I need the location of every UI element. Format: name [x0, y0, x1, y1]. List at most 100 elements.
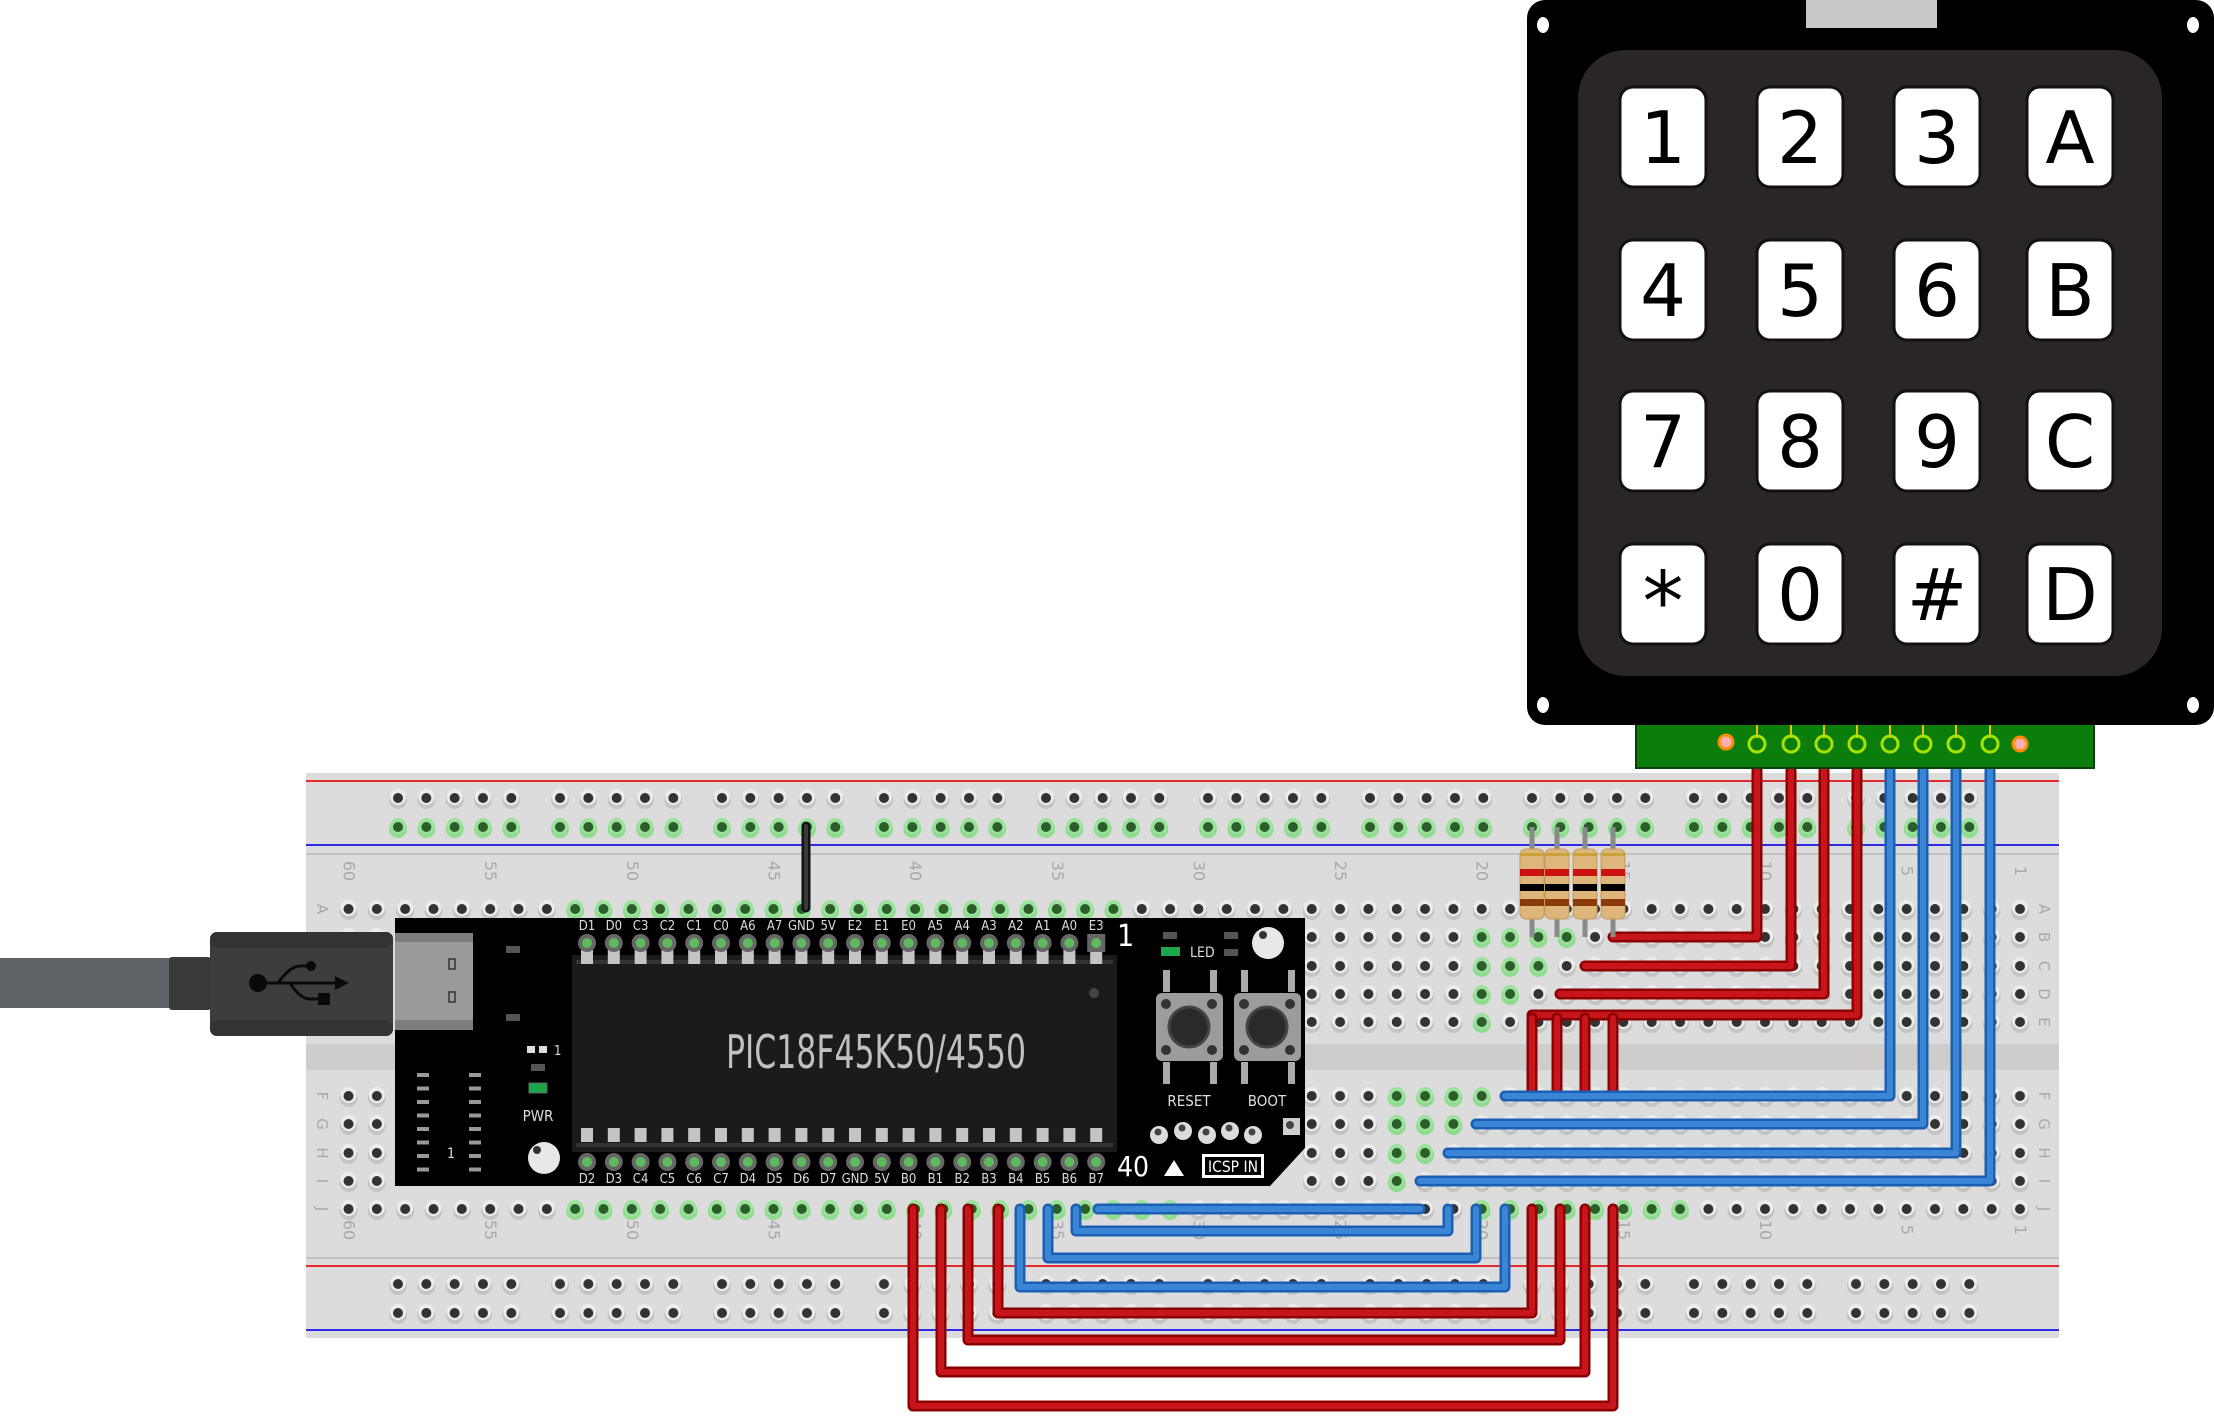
breadboard-hole[interactable]: [1387, 1144, 1406, 1164]
breadboard-hole[interactable]: [1444, 1013, 1463, 1033]
breadboard-hole[interactable]: [367, 1087, 386, 1107]
breadboard-hole[interactable]: [1586, 1200, 1605, 1220]
breadboard-hole[interactable]: [1869, 928, 1888, 948]
breadboard-hole[interactable]: [903, 818, 922, 838]
breadboard-hole[interactable]: [396, 1200, 415, 1220]
b4-wire[interactable]: [1014, 1203, 1511, 1293]
breadboard-hole[interactable]: [417, 789, 436, 809]
breadboard-hole[interactable]: [551, 1275, 569, 1295]
breadboard-hole[interactable]: [1444, 1087, 1463, 1107]
breadboard-hole[interactable]: [1897, 900, 1916, 920]
breadboard-hole[interactable]: [1954, 1200, 1973, 1220]
keypad-key[interactable]: 9: [1892, 389, 1982, 493]
breadboard-hole[interactable]: [1416, 900, 1435, 920]
breadboard-hole[interactable]: [1361, 818, 1379, 838]
breadboard-hole[interactable]: [1685, 789, 1703, 809]
keypad-key[interactable]: D: [2025, 542, 2115, 646]
breadboard-hole[interactable]: [875, 1304, 893, 1324]
breadboard-hole[interactable]: [2011, 1115, 2029, 1135]
breadboard-hole[interactable]: [1671, 900, 1690, 920]
breadboard-hole[interactable]: [1255, 818, 1274, 838]
breadboard-hole[interactable]: [1501, 957, 1520, 977]
breadboard-hole[interactable]: [502, 789, 521, 809]
breadboard-hole[interactable]: [1387, 957, 1406, 977]
breadboard-hole[interactable]: [1227, 789, 1246, 809]
breadboard-hole[interactable]: [1416, 928, 1435, 948]
breadboard-hole[interactable]: [713, 789, 731, 809]
breadboard-hole[interactable]: [1614, 1200, 1633, 1220]
breadboard-hole[interactable]: [1903, 818, 1922, 838]
breadboard-hole[interactable]: [1359, 957, 1378, 977]
breadboard-hole[interactable]: [1926, 1115, 1945, 1135]
breadboard-hole[interactable]: [1642, 900, 1661, 920]
breadboard-hole[interactable]: [741, 789, 760, 809]
breadboard-hole[interactable]: [445, 1275, 464, 1295]
breadboard-hole[interactable]: [931, 789, 950, 809]
b6-wire[interactable]: [1070, 1203, 1454, 1237]
breadboard-hole[interactable]: [903, 789, 922, 809]
breadboard-hole[interactable]: [664, 818, 683, 838]
breadboard-hole[interactable]: [1798, 789, 1817, 809]
breadboard-hole[interactable]: [1472, 928, 1491, 948]
breadboard-hole[interactable]: [1331, 1172, 1350, 1192]
breadboard-hole[interactable]: [1389, 818, 1408, 838]
breadboard-hole[interactable]: [1699, 1200, 1718, 1220]
keypad-key[interactable]: 7: [1618, 389, 1708, 493]
breadboard-hole[interactable]: [1727, 900, 1746, 920]
breadboard-hole[interactable]: [2011, 957, 2029, 977]
breadboard-hole[interactable]: [1472, 1087, 1491, 1107]
breadboard-hole[interactable]: [1302, 1087, 1321, 1107]
breadboard-hole[interactable]: [1926, 1087, 1945, 1107]
breadboard-hole[interactable]: [826, 818, 845, 838]
breadboard-hole[interactable]: [1472, 900, 1491, 920]
b3-wire[interactable]: [992, 1203, 1538, 1319]
breadboard-hole[interactable]: [1474, 789, 1493, 809]
breadboard-hole[interactable]: [1685, 818, 1703, 838]
breadboard-hole[interactable]: [931, 818, 950, 838]
breadboard-hole[interactable]: [769, 1304, 788, 1324]
breadboard-hole[interactable]: [1931, 1275, 1950, 1295]
breadboard-hole[interactable]: [1161, 900, 1180, 920]
breadboard-hole[interactable]: [1472, 1013, 1491, 1033]
breadboard-hole[interactable]: [1283, 818, 1302, 838]
breadboard-hole[interactable]: [875, 789, 893, 809]
breadboard-hole[interactable]: [1897, 985, 1916, 1005]
breadboard-hole[interactable]: [826, 1304, 845, 1324]
breadboard-hole[interactable]: [1579, 789, 1598, 809]
breadboard-hole[interactable]: [1960, 818, 1979, 838]
breadboard-hole[interactable]: [1302, 1144, 1321, 1164]
breadboard-hole[interactable]: [1283, 789, 1302, 809]
breadboard-hole[interactable]: [1685, 1304, 1703, 1324]
breadboard-hole[interactable]: [1897, 1087, 1916, 1107]
breadboard-hole[interactable]: [396, 900, 415, 920]
breadboard-hole[interactable]: [1387, 1172, 1406, 1192]
breadboard-hole[interactable]: [826, 1275, 845, 1295]
breadboard-hole[interactable]: [1636, 789, 1655, 809]
breadboard-hole[interactable]: [1444, 928, 1463, 948]
breadboard-hole[interactable]: [934, 900, 953, 920]
breadboard-hole[interactable]: [502, 1275, 521, 1295]
breadboard-hole[interactable]: [1361, 789, 1379, 809]
breadboard-hole[interactable]: [594, 900, 613, 920]
pull-resistor[interactable]: [1544, 827, 1570, 937]
breadboard-hole[interactable]: [1331, 1013, 1350, 1033]
breadboard-hole[interactable]: [1416, 957, 1435, 977]
breadboard-hole[interactable]: [664, 1275, 683, 1295]
breadboard-hole[interactable]: [1671, 1200, 1690, 1220]
breadboard-hole[interactable]: [736, 1200, 755, 1220]
breadboard-hole[interactable]: [1869, 985, 1888, 1005]
breadboard-hole[interactable]: [1756, 1200, 1775, 1220]
breadboard-hole[interactable]: [707, 1200, 726, 1220]
breadboard-hole[interactable]: [339, 1172, 358, 1192]
b0-wire[interactable]: [907, 1203, 1619, 1412]
breadboard-hole[interactable]: [1331, 985, 1350, 1005]
breadboard-hole[interactable]: [1417, 789, 1436, 809]
breadboard-hole[interactable]: [1472, 985, 1491, 1005]
breadboard-hole[interactable]: [1869, 1013, 1888, 1033]
breadboard-hole[interactable]: [1389, 789, 1408, 809]
breadboard-hole[interactable]: [959, 789, 978, 809]
breadboard-hole[interactable]: [769, 1275, 788, 1295]
breadboard-hole[interactable]: [1741, 1275, 1760, 1295]
breadboard-hole[interactable]: [1227, 818, 1246, 838]
breadboard-hole[interactable]: [445, 789, 464, 809]
